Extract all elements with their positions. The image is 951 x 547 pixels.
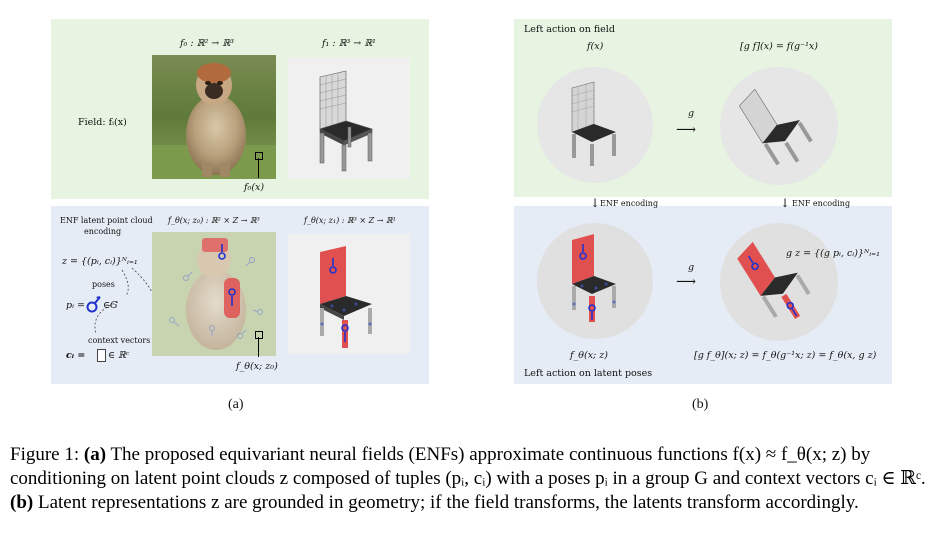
chair-latent-circle-right xyxy=(718,222,840,342)
monkey-latent-image xyxy=(152,232,276,356)
enf-label-line1: ENF latent point cloud xyxy=(60,216,153,225)
ftheta-callout: f_θ(x; z₀) xyxy=(236,361,278,372)
chair-latent-image xyxy=(288,234,410,354)
top-title: Left action on field xyxy=(524,24,615,35)
fx-label: f(x) xyxy=(587,41,604,52)
context-label: context vectors xyxy=(88,336,151,345)
z-definition: z = {(pᵢ, cᵢ)}ᴺᵢ₌₁ xyxy=(62,256,138,267)
f0x-callout: f₀(x) xyxy=(244,182,265,193)
poses-label: poses xyxy=(92,280,115,289)
chair-circle-top-left xyxy=(536,66,654,184)
context-def-right: ∈ ℝᶜ xyxy=(108,350,130,361)
dashed-brace xyxy=(94,267,161,343)
ftheta-callout-stem xyxy=(258,337,259,357)
ftheta1-title: f_θ(x; z₁) : ℝ³ × Z → ℝ¹ xyxy=(304,216,396,225)
ftheta0-title: f_θ(x; z₀) : ℝ² × Z → ℝ³ xyxy=(168,216,260,225)
caption-a-tag: (a) xyxy=(83,444,107,465)
gftheta-label: [g f_θ](x; z) = f_θ(g⁻¹x; z) = f_θ(x, g … xyxy=(694,350,877,361)
caption-b-tag: (b) xyxy=(10,492,34,513)
context-box-icon xyxy=(97,349,106,362)
f0-title: f₀ : ℝ² → ℝ³ xyxy=(180,38,234,49)
panel-b-sublabel: (b) xyxy=(692,397,709,412)
g-bottom: g xyxy=(688,262,695,273)
enf-encoding-left: ENF encoding xyxy=(600,199,659,208)
enf-encoding-right: ENF encoding xyxy=(792,199,851,208)
arrow-right-bottom-icon: ⟶ xyxy=(676,274,697,290)
caption-prefix: Figure 1: xyxy=(10,444,84,465)
panel-a-sublabel: (a) xyxy=(228,397,244,412)
f1-title: f₁ : ℝ³ → ℝ¹ xyxy=(322,38,376,49)
chair-latent-circle-left xyxy=(536,222,654,340)
pose-def-left: pᵢ = xyxy=(66,300,85,311)
enf-label-line2: encoding xyxy=(84,227,122,236)
chair-circle-top-right xyxy=(718,66,840,186)
arrow-right-top-icon: ⟶ xyxy=(676,122,697,138)
enf-encoding-arrow-right-icon: ↓ xyxy=(780,196,791,210)
figure-caption: Figure 1: (a) The proposed equivariant n… xyxy=(10,443,940,515)
pose-arrow-icon xyxy=(86,295,102,313)
caption-a-text: The proposed equivariant neural fields (… xyxy=(10,444,926,489)
bottom-title: Left action on latent poses xyxy=(524,368,653,379)
gz-label: g z = {(g pᵢ, cᵢ)}ᴺᵢ₌₁ xyxy=(786,248,880,259)
caption-b-text: Latent representations z are grounded in… xyxy=(33,492,859,513)
field-label: Field: fᵢ(x) xyxy=(78,117,127,128)
g-top: g xyxy=(688,108,695,119)
enf-encoding-arrow-left-icon: ↓ xyxy=(590,196,601,210)
chair-image xyxy=(288,57,410,179)
ftheta-callout-box xyxy=(255,331,263,339)
f0-callout-stem xyxy=(258,158,259,178)
f0-callout-line xyxy=(255,152,263,160)
gf-label: [g f](x) = f(g⁻¹x) xyxy=(740,41,818,52)
context-def-left: cᵢ = xyxy=(66,350,86,361)
ftheta-label: f_θ(x; z) xyxy=(570,350,608,361)
